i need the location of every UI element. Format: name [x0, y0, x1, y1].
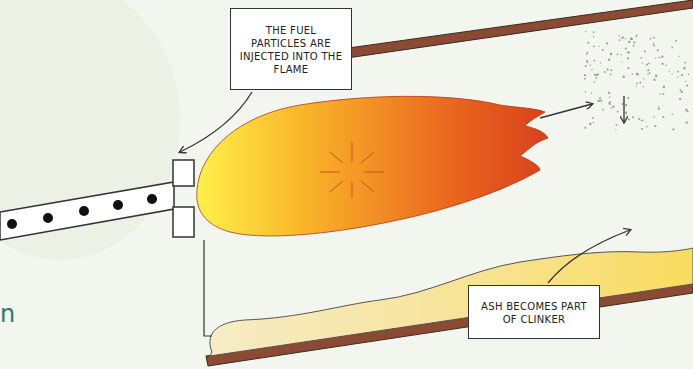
callout-text: THE FUEL PARTICLES ARE INJECTED INTO THE… — [237, 24, 345, 76]
callout-box: THE FUEL PARTICLES ARE INJECTED INTO THE… — [230, 8, 352, 90]
callout-text: ASH BECOMES PART OF CLINKER — [475, 300, 593, 326]
slide-text-fragment: n — [0, 300, 15, 328]
callout-box: ASH BECOMES PART OF CLINKER — [468, 285, 600, 339]
